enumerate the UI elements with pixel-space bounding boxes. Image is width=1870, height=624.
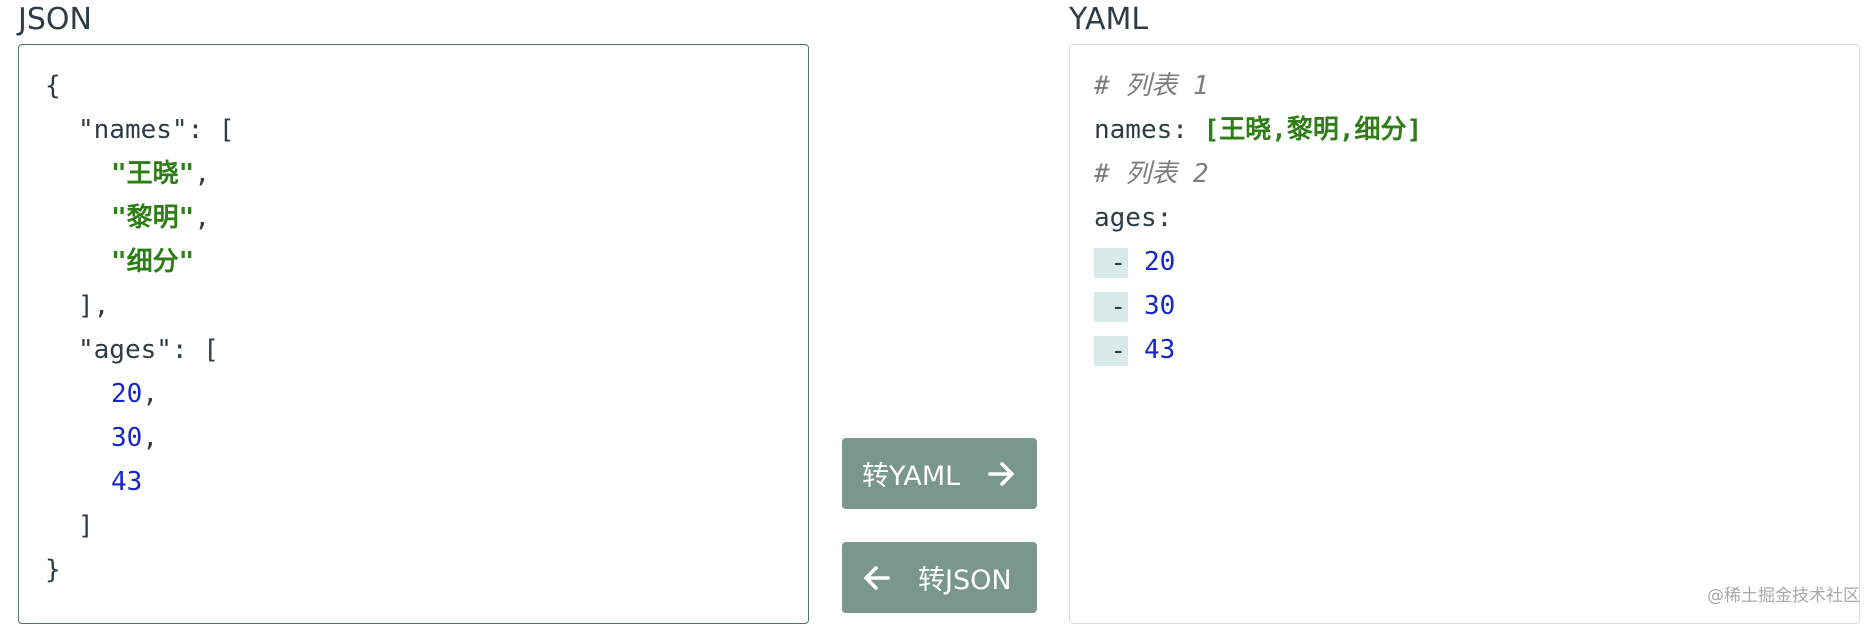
code-line: -20 xyxy=(1070,240,1859,284)
convert-to-json-button[interactable]: 转JSON xyxy=(842,542,1037,613)
comment-token: # 列表 1 xyxy=(1094,71,1209,101)
code-line: # 列表 1 xyxy=(1070,64,1859,108)
key-token: names: xyxy=(1094,115,1204,145)
code-line: "王晓", xyxy=(19,152,808,196)
string-token: "王晓" xyxy=(111,159,195,189)
json-panel-title: JSON xyxy=(18,2,92,37)
number-token: 43 xyxy=(1144,335,1176,365)
string-token: "黎明" xyxy=(111,203,195,233)
punct-token: , xyxy=(142,423,158,453)
code-line: 30, xyxy=(19,416,808,460)
code-line: ] xyxy=(19,504,808,548)
code-line: "黎明", xyxy=(19,196,808,240)
number-token: 20 xyxy=(1144,247,1176,277)
code-line: # 列表 2 xyxy=(1070,152,1859,196)
code-line: ages: xyxy=(1070,196,1859,240)
code-token: } xyxy=(45,555,61,585)
code-token: ] xyxy=(78,511,94,541)
yaml-panel-title: YAML xyxy=(1069,2,1149,37)
list-dash: - xyxy=(1094,335,1128,366)
convert-to-json-label: 转JSON xyxy=(918,565,1012,596)
yaml-editor[interactable]: # 列表 1 names: [王晓,黎明,细分] # 列表 2 ages: -2… xyxy=(1069,44,1860,624)
number-token: 20 xyxy=(111,379,143,409)
string-token: "细分" xyxy=(111,247,195,277)
list-dash: - xyxy=(1094,291,1128,322)
punct-token: , xyxy=(142,379,158,409)
code-token: "names": [ xyxy=(78,115,235,145)
code-line: -30 xyxy=(1070,284,1859,328)
code-line: "names": [ xyxy=(19,108,808,152)
number-token: 30 xyxy=(1144,291,1176,321)
code-line: "ages": [ xyxy=(19,328,808,372)
list-dash: - xyxy=(1094,247,1128,278)
arrow-right-icon xyxy=(988,461,1016,487)
code-token: ], xyxy=(78,291,110,321)
code-line: 20, xyxy=(19,372,808,416)
code-line: } xyxy=(19,548,808,592)
json-editor[interactable]: { "names": [ "王晓", "黎明", "细分" ], "ages":… xyxy=(18,44,809,624)
key-token: ages: xyxy=(1094,203,1173,233)
comment-token: # 列表 2 xyxy=(1094,159,1209,189)
code-line: "细分" xyxy=(19,240,808,284)
string-token: [王晓,黎明,细分] xyxy=(1203,115,1423,145)
convert-to-yaml-label: 转YAML xyxy=(862,461,961,492)
punct-token: , xyxy=(194,159,210,189)
code-line: ], xyxy=(19,284,808,328)
arrow-left-icon xyxy=(862,565,890,591)
watermark: @稀土掘金技术社区 xyxy=(1707,586,1860,606)
number-token: 43 xyxy=(111,467,143,497)
code-line: names: [王晓,黎明,细分] xyxy=(1070,108,1859,152)
code-token: { xyxy=(45,71,61,101)
code-line: { xyxy=(19,64,808,108)
number-token: 30 xyxy=(111,423,143,453)
code-line: -43 xyxy=(1070,328,1859,372)
punct-token: , xyxy=(194,203,210,233)
code-line: 43 xyxy=(19,460,808,504)
code-token: "ages": [ xyxy=(78,335,219,365)
convert-to-yaml-button[interactable]: 转YAML xyxy=(842,438,1037,509)
